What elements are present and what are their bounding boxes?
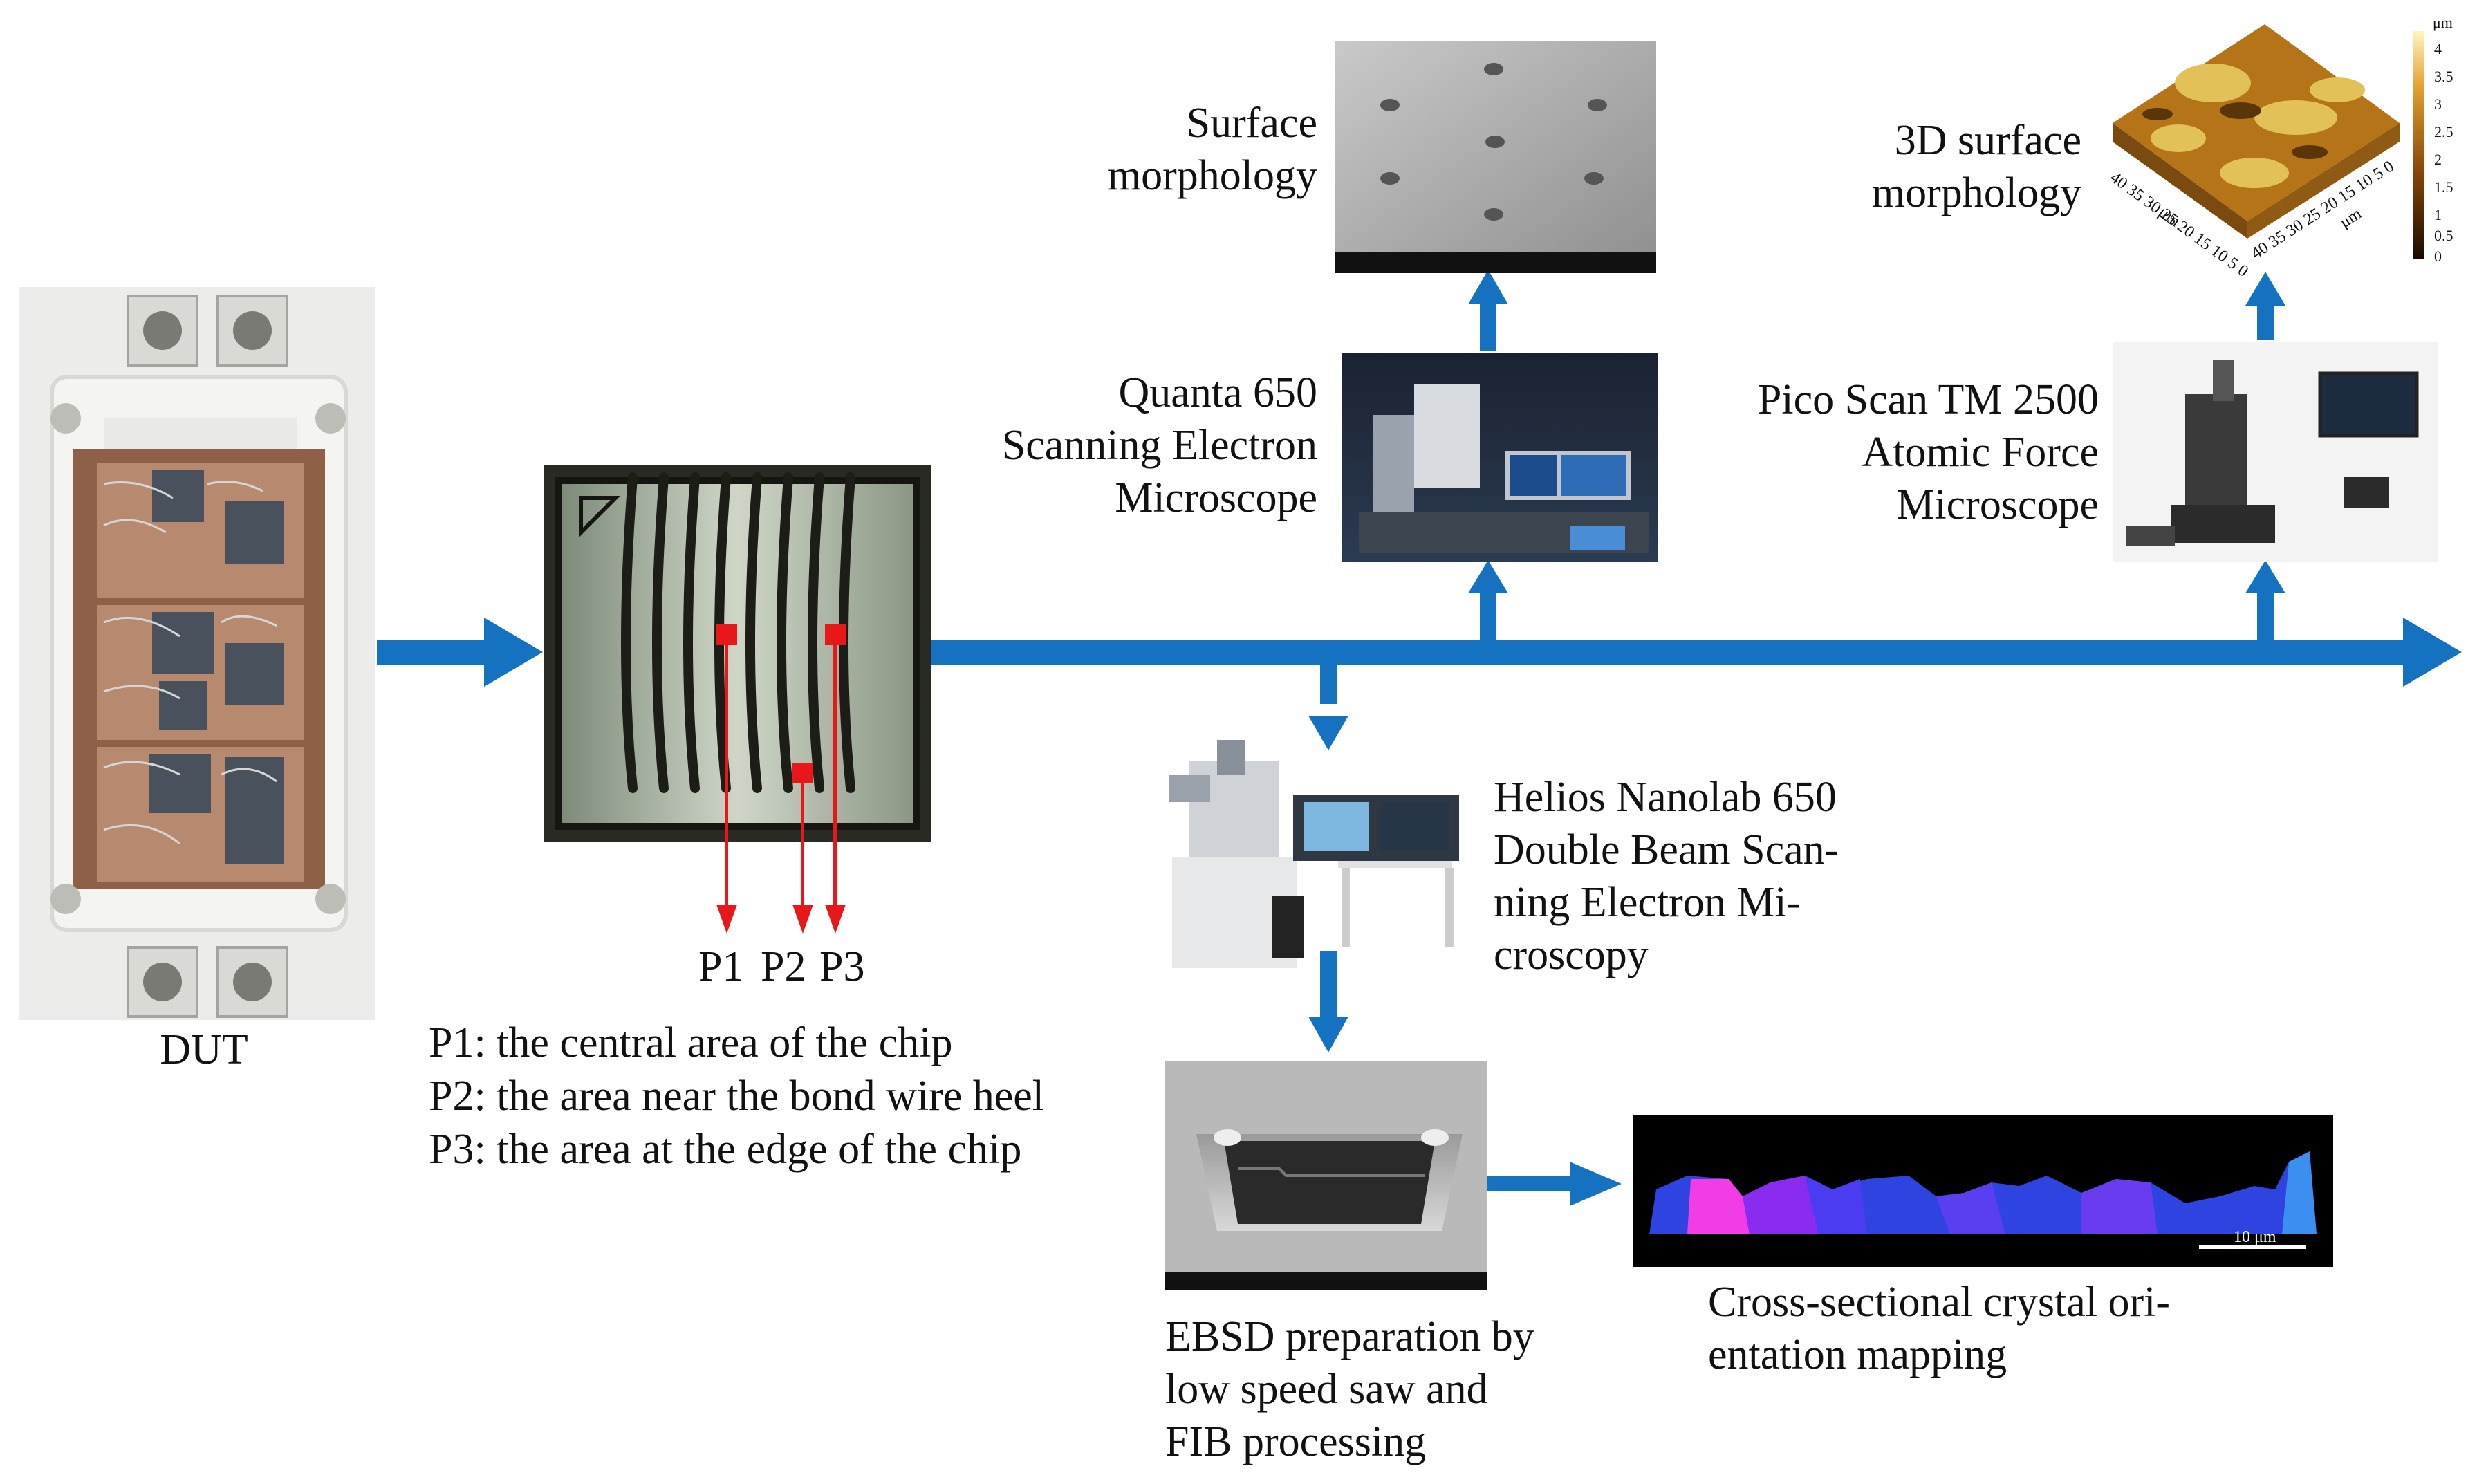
afm-colorbar-tick: 3 (2434, 95, 2442, 113)
up-arrow-to-afm (2245, 560, 2285, 642)
scale-bar-label: 10 μm (2234, 1228, 2276, 1246)
ebsd-orientation-map: 10 μm (1633, 1115, 2333, 1267)
helios-label: Helios Nanolab 650 Double Beam Scan- nin… (1494, 774, 1839, 978)
crystal-map-label: Cross-sectional crystal ori- entation ma… (1708, 1279, 2171, 1378)
afm-colorbar-tick: 0 (2434, 248, 2442, 265)
module-terminal (127, 295, 288, 1018)
afm-instrument-photo (2113, 342, 2438, 562)
dut-to-chip-arrow (377, 618, 543, 687)
dut-label: DUT (160, 1026, 248, 1073)
afm-colorbar-tick: 3.5 (2434, 68, 2453, 85)
point-label-p3: P3 (819, 943, 864, 990)
p1-marker-arrow (716, 624, 737, 934)
afm-colorbar-tick: 2.5 (2434, 123, 2453, 140)
up-arrow-to-3d-surface (2245, 272, 2285, 340)
point-label-p2: P2 (761, 943, 806, 990)
ebsd-to-map-arrow (1487, 1162, 1622, 1206)
up-arrow-to-surface (1468, 270, 1508, 351)
legend-p1: P1: the central area of the chip (429, 1019, 953, 1066)
afm-colorbar-tick: 4 (2434, 40, 2442, 57)
surface-morphology-label: Surface morphology (1107, 100, 1317, 199)
legend-p3: P3: the area at the edge of the chip (429, 1126, 1022, 1173)
afm-colorbar-tick: 0.5 (2434, 227, 2453, 244)
afm-colorbar-tick: 2 (2434, 151, 2442, 168)
legend-p2: P2: the area near the bond wire heel (429, 1073, 1045, 1120)
point-label-p1: P1 (698, 943, 743, 990)
sem-surface-image (1335, 41, 1656, 273)
afm-colorbar-tick: 1.5 (2434, 178, 2453, 196)
ebsd-prep-label: EBSD preparation by low speed saw and FI… (1165, 1313, 1534, 1465)
p3-marker-arrow (825, 624, 846, 934)
up-arrow-to-sem (1468, 560, 1508, 642)
surface-pit (1380, 63, 1607, 221)
fib-instrument-photo (1169, 740, 1459, 968)
surface-3d-label: 3D surface morphology (1871, 117, 2081, 216)
afm-colorbar-tick: 1 (2434, 206, 2442, 223)
down-arrow-to-fib (1308, 662, 1348, 750)
afm-3d-surface-image: 40 35 30 25 20 15 10 5 0 40 35 30 25 20 … (2106, 24, 2400, 281)
dut-photo (19, 287, 375, 1020)
sem-instrument-photo (1342, 353, 1658, 562)
afm-instrument-label: Pico Scan TM 2500 Atomic Force Microscop… (1757, 376, 2099, 528)
p2-marker-arrow (792, 763, 813, 934)
main-flow-arrow (930, 618, 2462, 687)
afm-colorbar: μm 4 3.5 3 2.5 2 1.5 1 0.5 0 (2413, 14, 2453, 265)
down-arrow-to-ebsd (1308, 951, 1348, 1052)
sem-instrument-label: Quanta 650 Scanning Electron Microscope (1001, 369, 1317, 521)
chip-photo (544, 465, 931, 842)
afm-colorbar-unit: μm (2433, 14, 2453, 31)
fib-trench-sem-image (1165, 1061, 1487, 1290)
